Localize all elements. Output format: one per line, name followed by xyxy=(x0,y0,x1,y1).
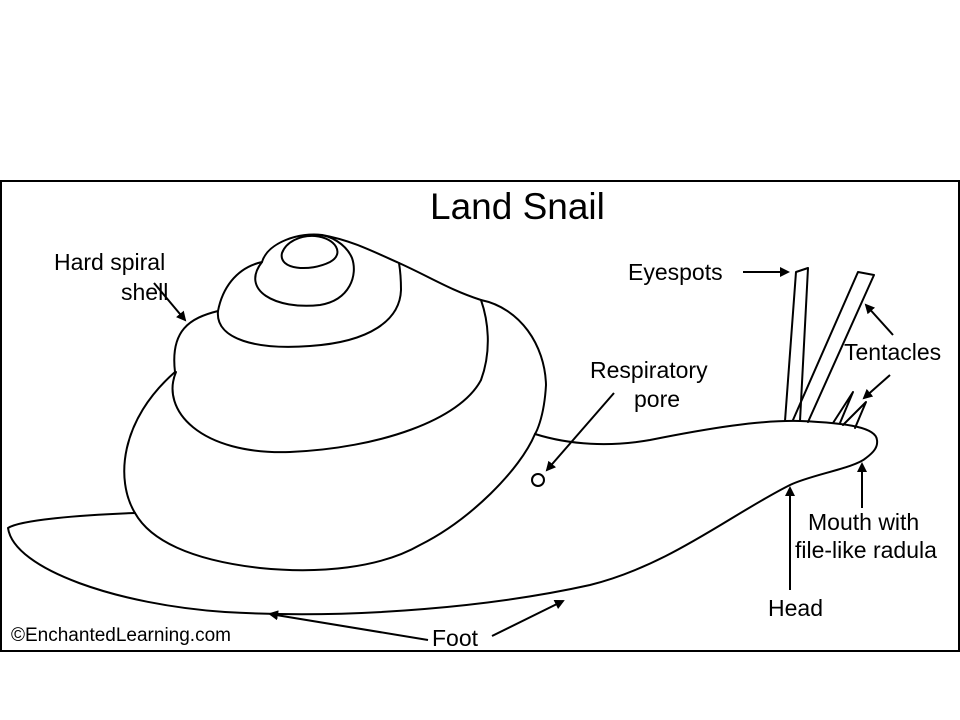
copyright-text: ©EnchantedLearning.com xyxy=(11,625,231,646)
diagram-frame xyxy=(0,180,960,652)
eyestalk-right xyxy=(792,271,875,423)
diagram-title: Land Snail xyxy=(430,186,605,227)
shell-apex xyxy=(280,234,339,269)
label-foot: Foot xyxy=(432,625,479,651)
label-mouth-line1: Mouth with xyxy=(808,509,919,535)
label-respiratory-line1: Respiratory xyxy=(590,357,708,383)
arrow-foot-left xyxy=(268,610,429,641)
arrow-tentacles-lower xyxy=(862,374,891,400)
shell-whorl-3 xyxy=(171,299,489,454)
arrow-respiratory xyxy=(545,392,615,472)
shell-outer-whorl xyxy=(123,233,547,572)
label-mouth-line2: file-like radula xyxy=(795,537,937,563)
tentacle-small-right xyxy=(842,401,867,429)
respiratory-pore xyxy=(531,473,545,487)
arrow-tentacles-upper xyxy=(864,303,894,336)
tentacle-small-left xyxy=(832,391,854,424)
label-eyespots: Eyespots xyxy=(628,259,723,285)
label-respiratory-line2: pore xyxy=(634,386,680,412)
label-shell-line1: Hard spiral xyxy=(54,249,165,275)
shell-whorl-2 xyxy=(216,262,402,348)
arrow-shell xyxy=(153,282,187,322)
arrow-foot-right xyxy=(491,600,565,637)
eyestalk-left xyxy=(784,267,809,422)
label-head: Head xyxy=(768,595,823,621)
snail-body-outline xyxy=(7,419,879,616)
label-tentacles: Tentacles xyxy=(844,339,941,365)
shell-whorl-1 xyxy=(254,234,355,307)
